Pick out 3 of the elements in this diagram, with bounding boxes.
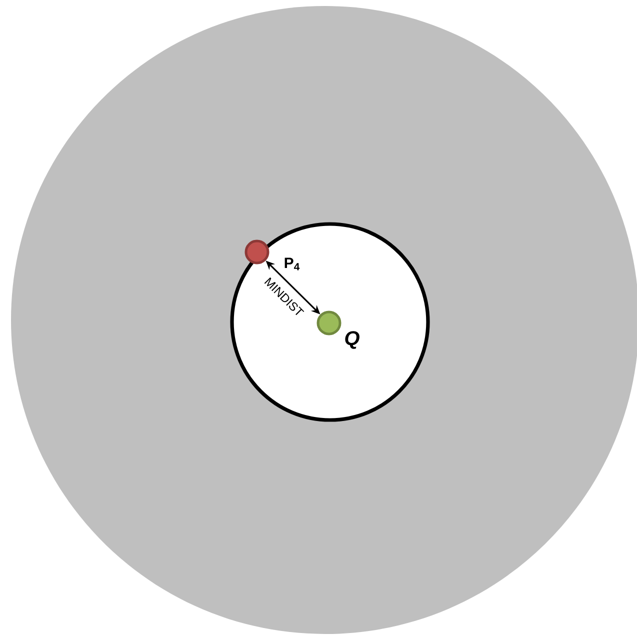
point-label: Q <box>345 331 360 349</box>
point-label: P$_{4}$ <box>284 258 300 270</box>
circle-outline <box>230 222 430 422</box>
